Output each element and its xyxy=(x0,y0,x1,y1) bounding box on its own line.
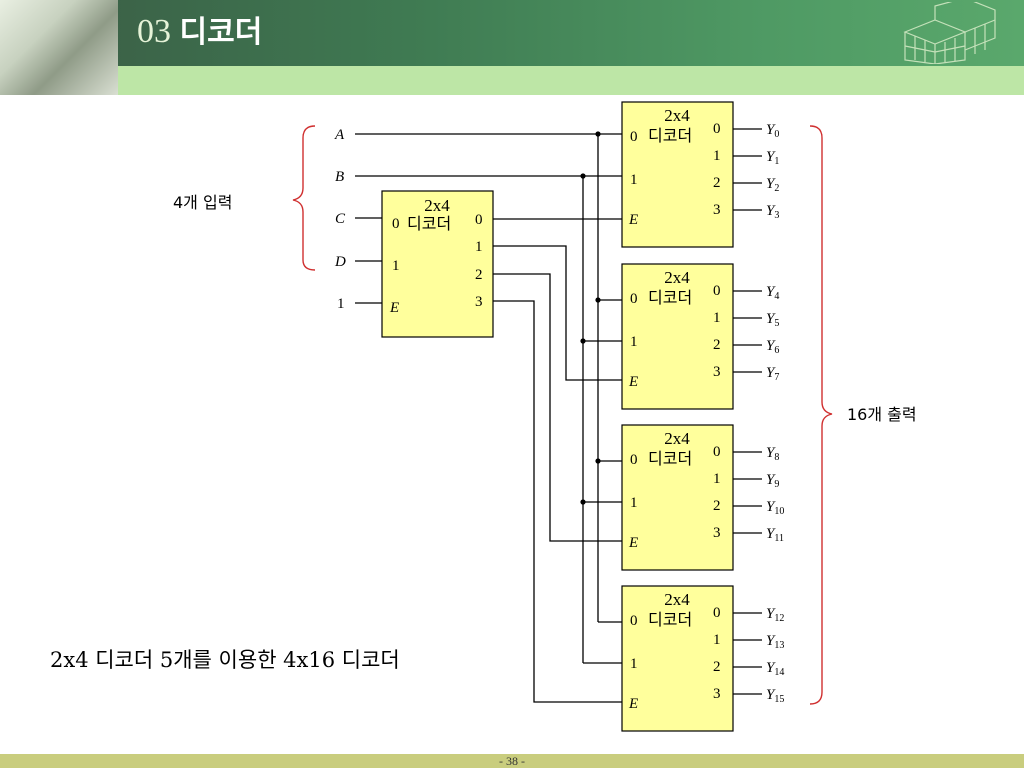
decoder-block-4 xyxy=(621,585,734,732)
output-label-y3: Y3 xyxy=(766,203,779,221)
header-strip xyxy=(118,66,1024,95)
input-group-label: 4개 입력 xyxy=(173,193,232,212)
block-title: 2x4 xyxy=(664,268,690,287)
output-label-y15: Y15 xyxy=(766,687,784,705)
block-subtitle: 디코더 xyxy=(648,610,692,629)
output-group-label: 16개 출력 xyxy=(847,405,917,424)
junction-dot xyxy=(595,458,601,464)
pin-label: 1 xyxy=(630,656,638,672)
output-label-y9: Y9 xyxy=(766,472,779,490)
block-subtitle: 디코더 xyxy=(407,214,451,233)
wire-enable-4 xyxy=(493,300,622,703)
pin-label: 0 xyxy=(630,452,638,468)
pin-label: 1 xyxy=(475,239,483,255)
decoder-block-2 xyxy=(621,263,734,410)
output-label-y5: Y5 xyxy=(766,311,779,329)
output-label-y12: Y12 xyxy=(766,606,784,624)
output-label-y0: Y0 xyxy=(766,122,779,140)
pin-label: 0 xyxy=(713,444,721,460)
header-bar xyxy=(0,0,1024,66)
pin-label: 1 xyxy=(713,471,721,487)
pin-label: 0 xyxy=(713,283,721,299)
pin-label: 1 xyxy=(713,310,721,326)
output-label-y6: Y6 xyxy=(766,338,779,356)
decoder-block-1 xyxy=(621,101,734,248)
caption: 2x4 디코더 5개를 이용한 4x16 디코더 xyxy=(50,648,400,672)
pin-label-enable: E xyxy=(628,535,638,551)
pin-label: 0 xyxy=(475,212,483,228)
input-label-b: B xyxy=(335,169,344,185)
input-label-c: C xyxy=(335,211,346,227)
pin-label: 3 xyxy=(713,202,721,218)
pin-label: 3 xyxy=(475,294,483,310)
block-title: 2x4 xyxy=(664,590,690,609)
pin-label-enable: E xyxy=(628,374,638,390)
page-number: - 38 - xyxy=(499,754,525,768)
junction-dot xyxy=(580,338,586,344)
pin-label: 1 xyxy=(630,334,638,350)
pin-label: 1 xyxy=(713,148,721,164)
pin-label: 0 xyxy=(713,605,721,621)
block-title: 2x4 xyxy=(664,429,690,448)
cube-logo-icon xyxy=(903,2,996,64)
pin-label: 2 xyxy=(713,175,721,191)
input-label-a: A xyxy=(334,127,345,143)
junction-dot xyxy=(580,173,586,179)
wire-enable-3 xyxy=(493,273,622,542)
block-title: 2x4 xyxy=(664,106,690,125)
output-label-y1: Y1 xyxy=(766,149,779,167)
block-title: 2x4 xyxy=(424,196,450,215)
pin-label: 0 xyxy=(630,613,638,629)
diagram-labels: A B C D 1 Y0Y1Y2Y3Y4Y5Y6Y7Y8Y9Y10Y11Y12Y13Y14… xyxy=(50,122,917,705)
enable-input-label: 1 xyxy=(337,296,345,312)
slide-title-number: 03 xyxy=(137,13,171,50)
output-label-y4: Y4 xyxy=(766,284,779,302)
input-label-d: D xyxy=(334,254,346,270)
pin-label: 2 xyxy=(713,498,721,514)
output-label-y14: Y14 xyxy=(766,660,784,678)
pin-label: 0 xyxy=(713,121,721,137)
pin-label: 3 xyxy=(713,525,721,541)
decoder-block-first xyxy=(381,190,494,338)
junction-dot xyxy=(580,499,586,505)
pin-label: 0 xyxy=(630,291,638,307)
pin-label: 3 xyxy=(713,364,721,380)
output-label-y7: Y7 xyxy=(766,365,779,383)
pin-label-enable: E xyxy=(628,696,638,712)
slide-title: 03 디코더 xyxy=(137,12,262,53)
decoder-block-3 xyxy=(621,424,734,571)
input-brace xyxy=(292,125,316,271)
wires xyxy=(355,128,762,703)
block-subtitle: 디코더 xyxy=(648,449,692,468)
pin-label: 0 xyxy=(392,216,400,232)
pin-label: 2 xyxy=(713,337,721,353)
output-label-y2: Y2 xyxy=(766,176,779,194)
footer-bar xyxy=(0,754,1024,768)
header-photo xyxy=(0,0,118,95)
pin-label-enable: E xyxy=(389,300,399,316)
pin-label: 2 xyxy=(713,659,721,675)
output-label-y8: Y8 xyxy=(766,445,779,463)
pin-label: 3 xyxy=(713,686,721,702)
pin-label: 1 xyxy=(630,495,638,511)
block-subtitle: 디코더 xyxy=(648,288,692,307)
slide-title-text: 디코더 xyxy=(179,15,263,50)
pin-label-enable: E xyxy=(628,212,638,228)
wire-enable-2 xyxy=(493,245,622,381)
block-subtitle: 디코더 xyxy=(648,126,692,145)
output-brace xyxy=(809,125,833,705)
pin-label: 1 xyxy=(713,632,721,648)
pin-label: 0 xyxy=(630,129,638,145)
pin-label: 2 xyxy=(475,267,483,283)
output-label-y10: Y10 xyxy=(766,499,784,517)
junction-dot xyxy=(595,131,601,137)
pin-label: 1 xyxy=(392,258,400,274)
junction-dot xyxy=(595,297,601,303)
output-label-y11: Y11 xyxy=(766,526,784,544)
pin-label: 1 xyxy=(630,172,638,188)
output-label-y13: Y13 xyxy=(766,633,784,651)
